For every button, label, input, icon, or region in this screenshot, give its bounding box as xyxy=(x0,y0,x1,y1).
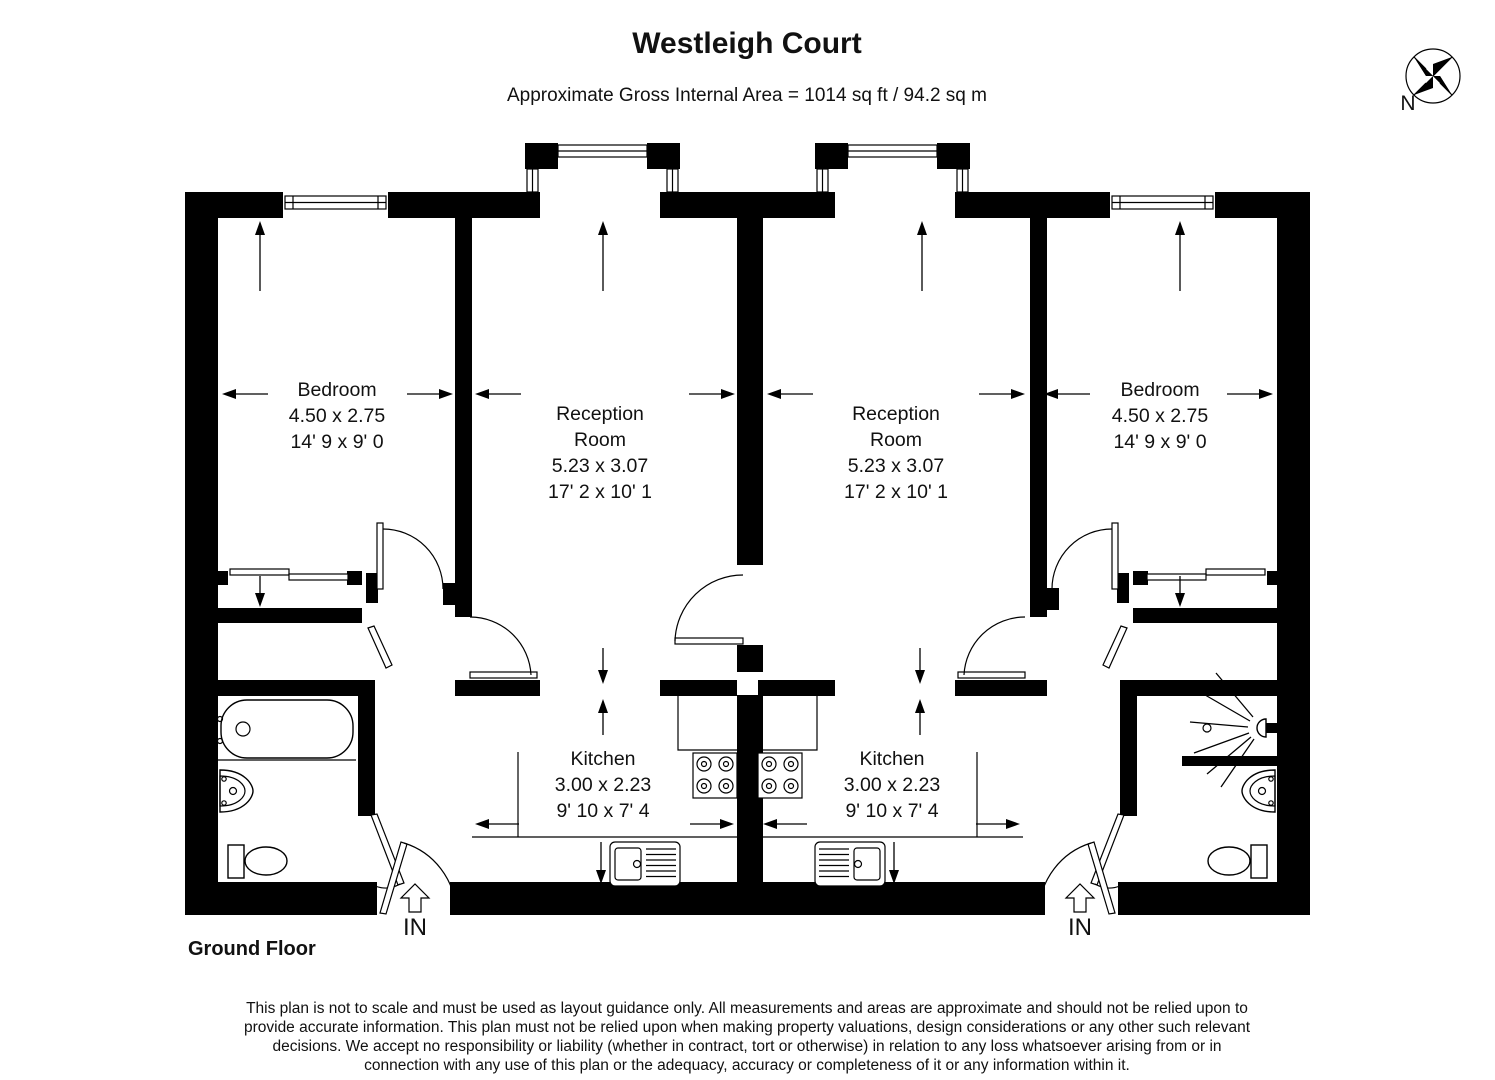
compass-rose-icon xyxy=(1405,48,1461,104)
bay-window-left xyxy=(525,143,680,193)
floor-label: Ground Floor xyxy=(188,938,316,960)
svg-text:4.50 x 2.75: 4.50 x 2.75 xyxy=(1112,405,1209,427)
disclaimer-line-1: This plan is not to scale and must be us… xyxy=(246,1000,1248,1017)
entrance-arrow-left-icon xyxy=(399,883,431,913)
kitchen-left-counter xyxy=(472,696,737,838)
door-entrance-left xyxy=(379,841,457,915)
svg-text:4.50 x 2.75: 4.50 x 2.75 xyxy=(289,405,386,427)
door-bedroom-left xyxy=(376,522,444,590)
interior-walls xyxy=(218,218,1277,882)
toilet-right-icon xyxy=(1207,844,1268,879)
svg-text:Room: Room xyxy=(574,429,626,451)
wardrobe-left xyxy=(229,568,349,581)
svg-text:Kitchen: Kitchen xyxy=(859,748,924,770)
door-reception-left xyxy=(469,616,538,679)
room-label-reception-right: Reception Room 5.23 x 3.07 17' 2 x 10' 1 xyxy=(844,403,948,503)
disclaimer-line-4: connection with any use of this plan or … xyxy=(364,1057,1130,1074)
svg-text:3.00 x 2.23: 3.00 x 2.23 xyxy=(844,774,941,796)
door-bedroom-right xyxy=(1051,522,1119,590)
svg-text:Reception: Reception xyxy=(556,403,644,425)
page-title: Westleigh Court xyxy=(632,27,861,60)
shower-icon xyxy=(1189,672,1277,788)
disclaimer-line-3: decisions. We accept no responsibility o… xyxy=(272,1038,1221,1055)
basin-left-icon xyxy=(219,769,254,813)
wardrobe-right xyxy=(1146,568,1266,581)
bedroom-window-right xyxy=(1111,195,1214,210)
sink-right-icon xyxy=(814,841,886,887)
kitchen-right-counter xyxy=(758,696,1023,838)
svg-text:9' 10 x 7' 4: 9' 10 x 7' 4 xyxy=(845,800,938,822)
hob-right-icon xyxy=(757,752,803,799)
svg-text:Reception: Reception xyxy=(852,403,940,425)
svg-text:17' 2 x 10' 1: 17' 2 x 10' 1 xyxy=(844,481,948,503)
hob-left-icon xyxy=(692,752,738,799)
svg-text:5.23 x 3.07: 5.23 x 3.07 xyxy=(848,455,945,477)
disclaimer: This plan is not to scale and must be us… xyxy=(244,1000,1251,1074)
disclaimer-line-2: provide accurate information. This plan … xyxy=(244,1019,1251,1036)
door-reception-right xyxy=(957,616,1026,679)
svg-text:Bedroom: Bedroom xyxy=(1120,379,1199,401)
entrance-label-left: IN xyxy=(403,914,427,941)
entrance-arrow-right-icon xyxy=(1064,883,1096,913)
toilet-left-icon xyxy=(227,844,288,879)
svg-text:14' 9 x 9' 0: 14' 9 x 9' 0 xyxy=(290,431,383,453)
svg-text:9' 10 x 7' 4: 9' 10 x 7' 4 xyxy=(556,800,649,822)
svg-text:5.23 x 3.07: 5.23 x 3.07 xyxy=(552,455,649,477)
door-storage-right xyxy=(1102,625,1128,669)
room-label-kitchen-right: Kitchen 3.00 x 2.23 9' 10 x 7' 4 xyxy=(844,748,941,822)
svg-text:Kitchen: Kitchen xyxy=(570,748,635,770)
door-entrance-right xyxy=(1038,841,1116,915)
bedroom-window-left xyxy=(284,195,387,210)
svg-text:3.00 x 2.23: 3.00 x 2.23 xyxy=(555,774,652,796)
compass-north-label: N xyxy=(1400,92,1415,115)
room-label-kitchen-left: Kitchen 3.00 x 2.23 9' 10 x 7' 4 xyxy=(555,748,652,822)
entrance-label-right: IN xyxy=(1068,914,1092,941)
bay-window-right xyxy=(815,143,970,193)
room-label-bedroom-right: Bedroom 4.50 x 2.75 14' 9 x 9' 0 xyxy=(1112,379,1209,453)
svg-text:14' 9 x 9' 0: 14' 9 x 9' 0 xyxy=(1113,431,1206,453)
dimension-arrows xyxy=(222,221,1273,884)
svg-text:Bedroom: Bedroom xyxy=(297,379,376,401)
exterior-walls xyxy=(185,192,1310,915)
sink-left-icon xyxy=(609,841,681,887)
svg-text:17' 2 x 10' 1: 17' 2 x 10' 1 xyxy=(548,481,652,503)
page-subtitle: Approximate Gross Internal Area = 1014 s… xyxy=(507,85,987,106)
room-label-bedroom-left: Bedroom 4.50 x 2.75 14' 9 x 9' 0 xyxy=(289,379,386,453)
door-connecting xyxy=(674,574,744,645)
door-storage-left xyxy=(367,625,393,669)
bathtub-icon xyxy=(216,699,356,761)
room-label-reception-left: Reception Room 5.23 x 3.07 17' 2 x 10' 1 xyxy=(548,403,652,503)
basin-right-icon xyxy=(1241,769,1276,813)
svg-text:Room: Room xyxy=(870,429,922,451)
